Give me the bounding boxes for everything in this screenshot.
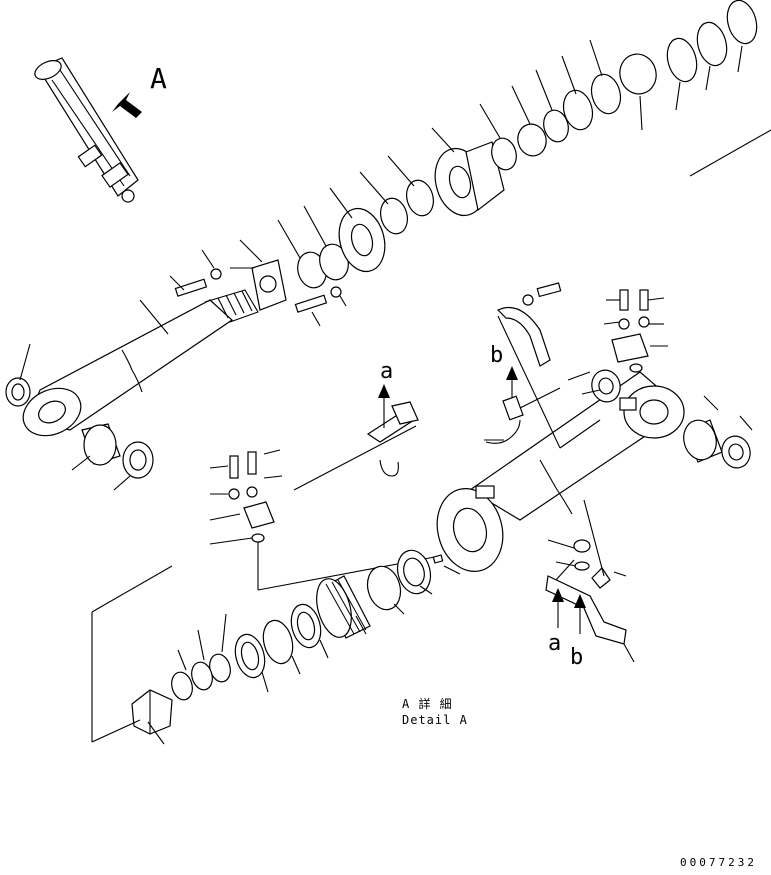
bracket-leader-lines <box>547 499 635 663</box>
piston-assembly <box>316 549 444 639</box>
pipe-bracket <box>545 539 627 645</box>
rod-packing-rings <box>297 179 434 289</box>
upper-leader-lines <box>19 39 771 491</box>
piston-rod-assembly <box>22 289 259 437</box>
callout-label-a-lower: a <box>548 631 561 656</box>
detail-caption-en: Detail A <box>402 713 468 727</box>
tube-end-bushings <box>591 369 751 469</box>
view-arrow <box>112 92 142 118</box>
document-number: 00077232 <box>680 856 757 869</box>
hose-fitting-a <box>293 401 419 491</box>
detail-caption-jp: A 詳 細 <box>402 696 453 711</box>
pipe-clamp-b <box>496 282 601 449</box>
piston-rings <box>171 603 322 701</box>
callout-label-a-upper: a <box>380 359 393 384</box>
callout-label-b-upper: b <box>490 343 503 368</box>
callout-arrow-a-lower <box>552 588 564 628</box>
cylinder-head <box>434 141 505 217</box>
head-rings-and-bushing <box>491 0 758 171</box>
overview-cylinder <box>34 57 139 203</box>
cylinder-tube <box>436 371 685 573</box>
rod-head-bolts <box>174 259 342 313</box>
callout-arrow-b-lower <box>574 594 586 634</box>
callout-arrow-a-upper <box>378 384 390 428</box>
rod-end-bushings <box>5 377 154 479</box>
grease-fitting-right <box>611 289 650 373</box>
piston-nut <box>131 689 173 735</box>
callout-arrow-b-upper <box>506 366 518 398</box>
left-leader-lines <box>209 297 753 545</box>
callout-label-b-lower: b <box>570 645 583 670</box>
hose-fitting-b <box>485 387 561 444</box>
lower-leader-lines <box>91 565 461 745</box>
view-label-a: A <box>150 62 167 95</box>
